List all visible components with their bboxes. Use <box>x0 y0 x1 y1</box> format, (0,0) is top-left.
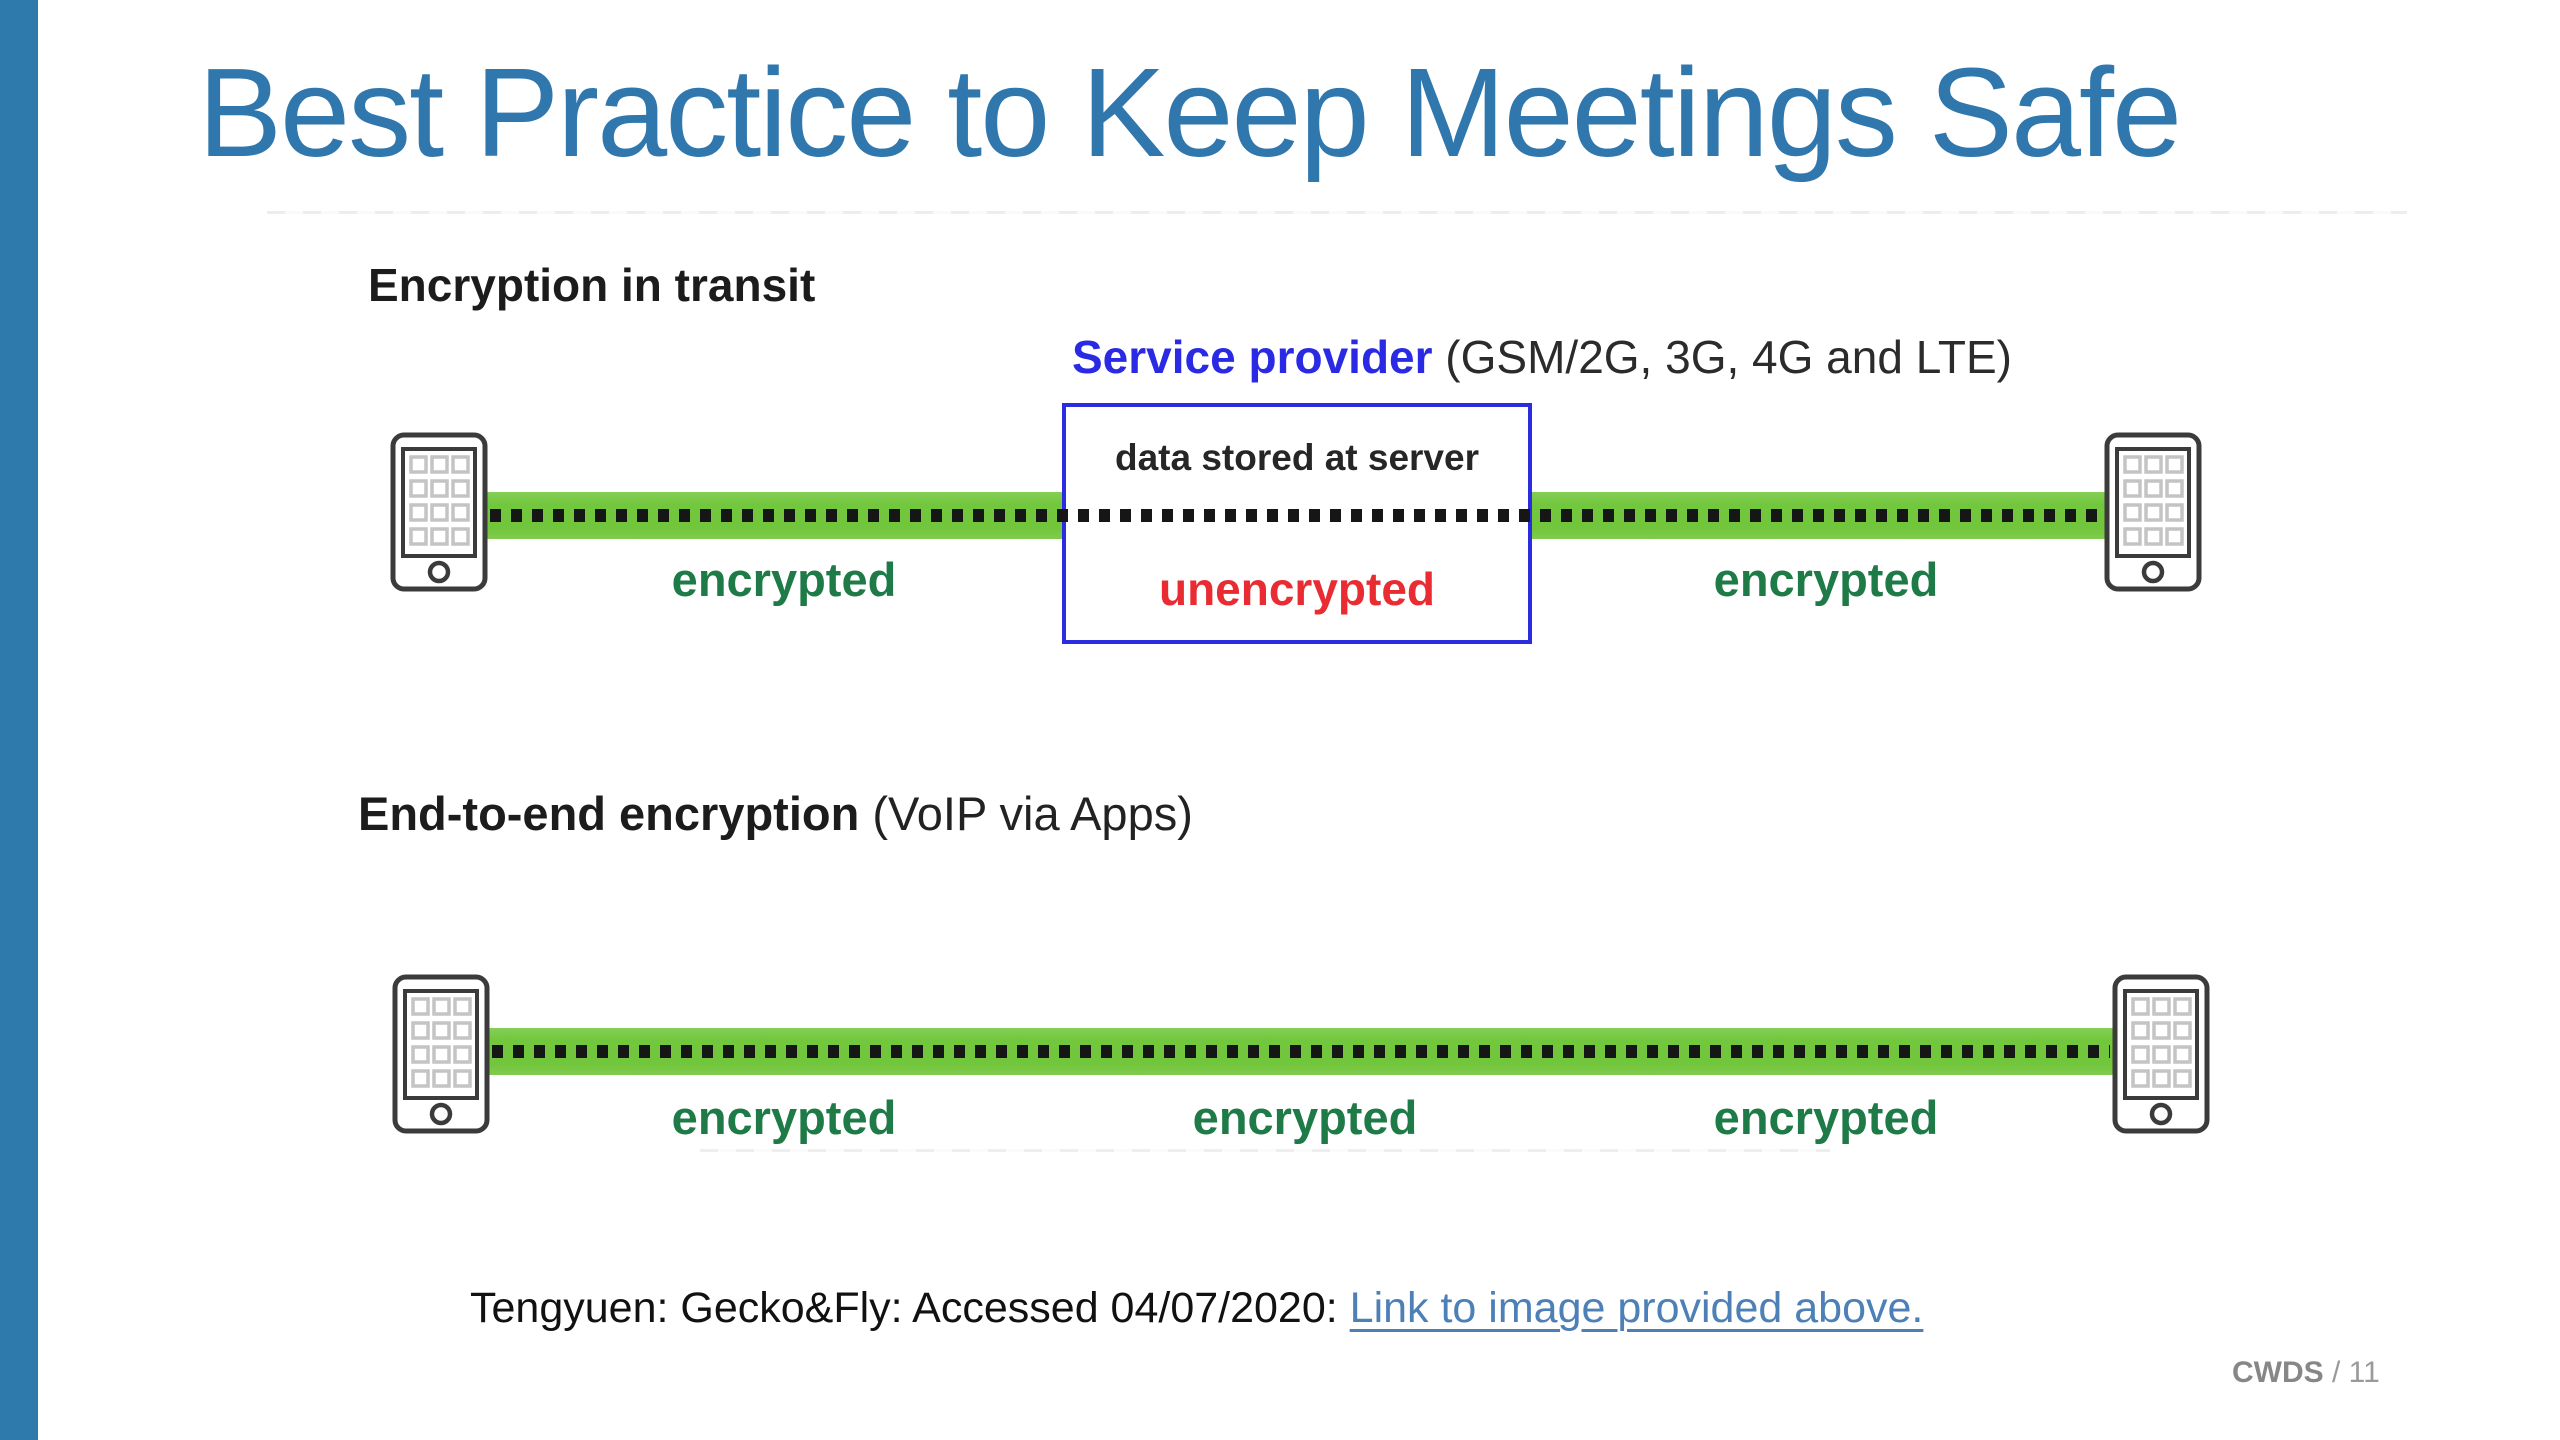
service-provider-label: Service provider <box>1072 331 1433 383</box>
transit-dotted-line <box>490 509 2102 522</box>
transit-heading: Encryption in transit <box>368 259 816 311</box>
encrypted-label: encrypted <box>1713 553 1939 606</box>
encrypted-label: encrypted <box>1713 1091 1939 1144</box>
footer-org: CWDS <box>2232 1356 2324 1389</box>
server-box: data stored at server unencrypted <box>1062 403 1532 644</box>
citation-link[interactable]: Link to image provided above. <box>1349 1284 1924 1332</box>
service-provider-detail: (GSM/2G, 3G, 4G and LTE) <box>1432 331 2012 383</box>
citation: Tengyuen: Gecko&Fly: Accessed 04/07/2020… <box>470 1284 1923 1333</box>
left-accent-bar <box>0 0 38 1440</box>
smartphone-icon <box>392 974 490 1134</box>
slide-footer: CWDS / 11 <box>2232 1356 2380 1390</box>
footer-page-number: / 11 <box>2323 1356 2380 1389</box>
embedded-image-top-edge <box>267 211 2407 214</box>
slide-title: Best Practice to Keep Meetings Safe <box>198 42 2182 183</box>
e2e-heading-detail: (VoIP via Apps) <box>859 787 1193 840</box>
e2e-dotted-line <box>492 1045 2110 1058</box>
encrypted-label: encrypted <box>671 1091 897 1144</box>
unencrypted-label: unencrypted <box>1158 563 1436 615</box>
smartphone-icon <box>2104 432 2202 592</box>
embedded-image-bottom-edge <box>700 1149 1830 1152</box>
encrypted-label: encrypted <box>671 553 897 606</box>
citation-text: Tengyuen: Gecko&Fly: Accessed 04/07/2020… <box>470 1284 1350 1332</box>
server-box-top-label: data stored at server <box>1114 437 1479 478</box>
encrypted-label: encrypted <box>1192 1091 1418 1144</box>
smartphone-icon <box>2112 974 2210 1134</box>
smartphone-icon <box>390 432 488 592</box>
e2e-heading: End-to-end encryption (VoIP via Apps) <box>358 786 1193 841</box>
e2e-heading-main: End-to-end encryption <box>358 787 860 840</box>
service-provider-line: Service provider (GSM/2G, 3G, 4G and LTE… <box>1072 330 2012 384</box>
